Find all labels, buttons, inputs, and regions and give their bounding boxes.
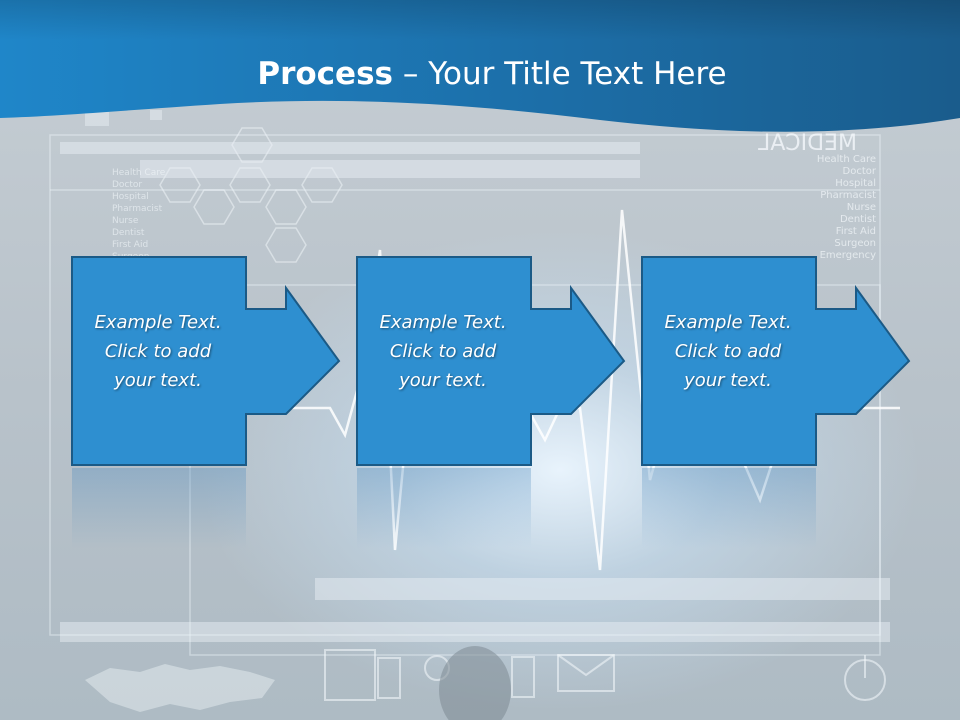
step-arrow-shape bbox=[71, 256, 341, 466]
step-reflection bbox=[642, 468, 816, 548]
step-text-line: Example Text. bbox=[94, 312, 222, 333]
hexagon-icon bbox=[265, 189, 307, 225]
slide-title[interactable]: Process – Your Title Text Here bbox=[0, 52, 960, 96]
svg-text:Surgeon: Surgeon bbox=[834, 238, 876, 249]
svg-text:First Aid: First Aid bbox=[836, 226, 876, 237]
svg-text:Health Care: Health Care bbox=[817, 154, 876, 165]
step-reflection bbox=[72, 468, 246, 548]
step-arrow-shape bbox=[356, 256, 626, 466]
process-step-1[interactable]: Example Text. Click to add your text. bbox=[71, 256, 391, 466]
header-banner bbox=[0, 0, 960, 132]
title-bold: Process bbox=[257, 56, 393, 92]
process-step-2[interactable]: Example Text. Click to add your text. bbox=[356, 256, 676, 466]
step-text-line: your text. bbox=[684, 370, 772, 391]
svg-text:Hospital: Hospital bbox=[112, 192, 149, 202]
hexagon-icon bbox=[265, 227, 307, 263]
svg-text:Emergency: Emergency bbox=[820, 250, 876, 261]
svg-text:Dentist: Dentist bbox=[840, 214, 876, 225]
step-reflection bbox=[357, 468, 531, 548]
process-step-3[interactable]: Example Text. Click to add your text. bbox=[641, 256, 960, 466]
svg-text:Doctor: Doctor bbox=[843, 166, 877, 177]
svg-text:Nurse: Nurse bbox=[112, 216, 139, 226]
document-icon bbox=[377, 657, 401, 699]
svg-text:Hospital: Hospital bbox=[835, 178, 876, 189]
step-text: Example Text. Click to add your text. bbox=[643, 308, 813, 395]
svg-text:Pharmacist: Pharmacist bbox=[112, 204, 163, 214]
step-text-line: Click to add bbox=[674, 341, 782, 362]
step-text-line: Click to add bbox=[104, 341, 212, 362]
step-text-line: your text. bbox=[114, 370, 202, 391]
step-text-line: your text. bbox=[399, 370, 487, 391]
svg-text:Nurse: Nurse bbox=[847, 202, 876, 213]
step-text-line: Click to add bbox=[389, 341, 497, 362]
step-text-line: Example Text. bbox=[664, 312, 792, 333]
tablet-icon bbox=[511, 656, 535, 698]
svg-text:Pharmacist: Pharmacist bbox=[820, 190, 876, 201]
image-icon bbox=[324, 649, 376, 701]
medical-label: MEDICAL bbox=[757, 131, 857, 156]
svg-text:First Aid: First Aid bbox=[112, 240, 148, 250]
step-text: Example Text. Click to add your text. bbox=[358, 308, 528, 395]
world-map-icon bbox=[85, 664, 275, 712]
step-arrow-shape bbox=[641, 256, 911, 466]
svg-text:Dentist: Dentist bbox=[112, 228, 145, 238]
step-text-line: Example Text. bbox=[379, 312, 507, 333]
title-rest: – Your Title Text Here bbox=[393, 56, 727, 92]
step-text: Example Text. Click to add your text. bbox=[73, 308, 243, 395]
mail-icon bbox=[557, 654, 615, 692]
svg-text:Doctor: Doctor bbox=[112, 180, 142, 190]
hexagon-icon bbox=[193, 189, 235, 225]
person-silhouette bbox=[439, 646, 511, 720]
svg-text:Health Care: Health Care bbox=[112, 168, 166, 178]
